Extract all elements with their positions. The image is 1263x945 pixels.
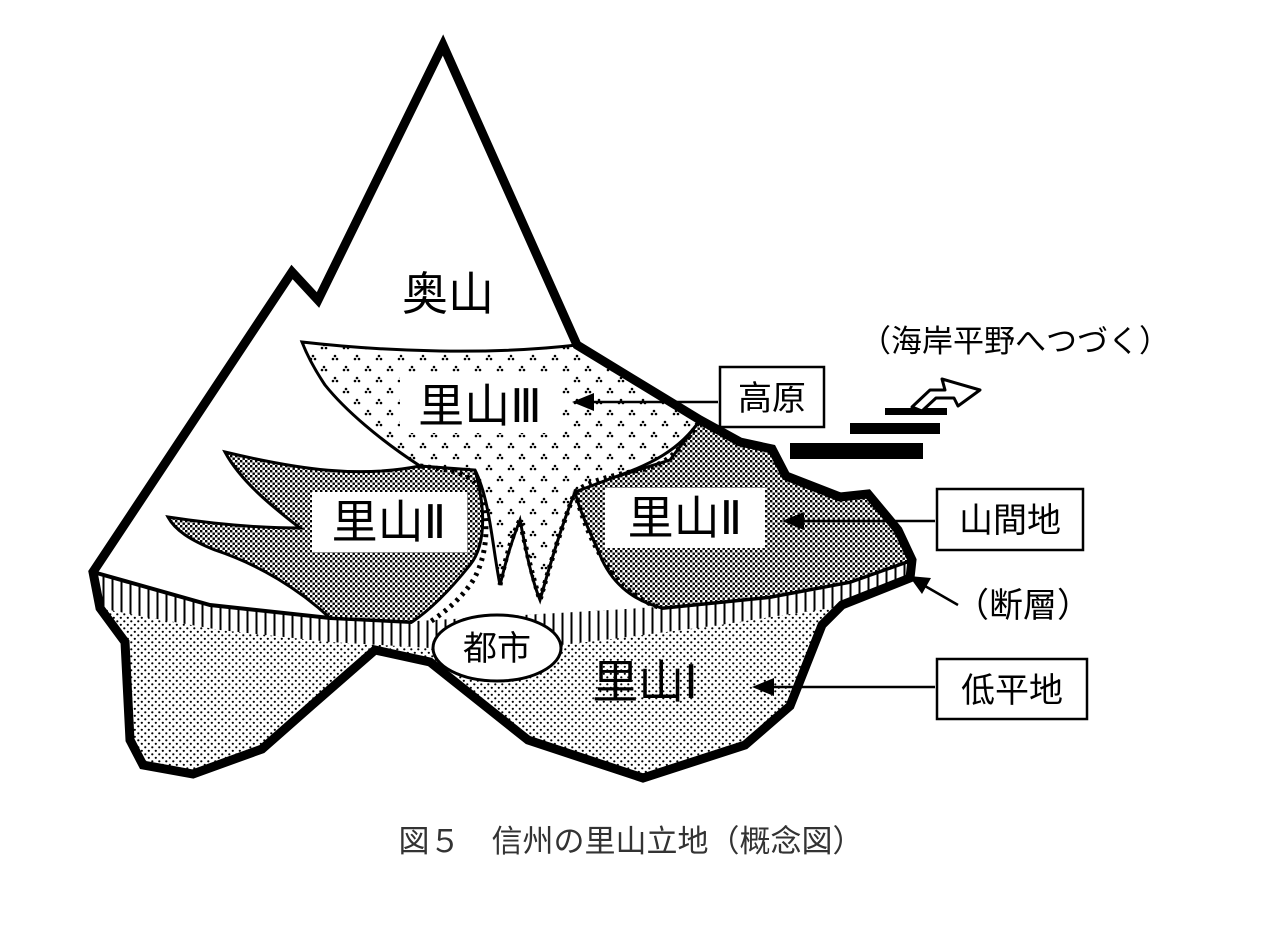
label-satoyama-2-left: 里山Ⅱ — [332, 495, 447, 549]
mountain-outline — [88, 34, 917, 783]
label-bg-satoyama-2-left — [312, 492, 467, 552]
sankanchi-box — [935, 487, 1085, 552]
label-bg-satoyama-2-right — [605, 488, 765, 548]
label-danso: （断層） — [955, 586, 1091, 626]
fault-band — [93, 560, 912, 650]
kougen-box — [718, 365, 826, 429]
coastal-steps — [790, 408, 947, 459]
label-city: 都市 — [463, 629, 531, 669]
label-satoyama-1: 里山Ⅰ — [592, 655, 698, 709]
arrow-sankanchi — [782, 512, 935, 530]
label-coast-note: （海岸平野へつづく） — [860, 324, 1170, 360]
plateau-boundary-right — [572, 418, 703, 611]
teiheichi-box — [935, 657, 1089, 721]
plateau-boundary-left — [419, 463, 489, 625]
city-ellipse — [431, 613, 563, 683]
arrow-kougen — [572, 393, 718, 411]
label-sankanchi: 山間地 — [959, 501, 1061, 541]
arrow-teiheichi — [752, 678, 935, 696]
label-teiheichi: 低平地 — [961, 671, 1063, 711]
label-okuyama: 奥山 — [402, 267, 494, 321]
label-satoyama-2-right: 里山Ⅱ — [628, 491, 743, 545]
arrow-danso — [909, 576, 959, 607]
coastal-arrow — [910, 377, 982, 413]
plateau-boundary-center — [497, 491, 578, 609]
label-kougen: 高原 — [738, 379, 806, 419]
label-bg-satoyama-3 — [400, 375, 560, 433]
label-satoyama-3: 里山Ⅲ — [418, 379, 542, 433]
figure-caption: 図５ 信州の里山立地（概念図） — [399, 824, 864, 860]
